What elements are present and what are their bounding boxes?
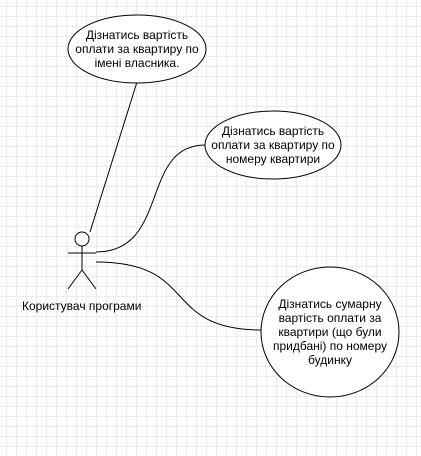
use-case-ellipse-3[interactable] — [260, 266, 400, 398]
actor-figure[interactable] — [67, 231, 97, 290]
association-line-1[interactable] — [89, 81, 138, 233]
actor-left-leg — [67, 269, 83, 290]
actor-right-leg — [81, 269, 97, 290]
association-line-3[interactable] — [95, 261, 263, 331]
association-line-2[interactable] — [95, 144, 206, 253]
actor-head — [74, 231, 90, 247]
use-case-ellipse-2[interactable] — [204, 110, 342, 180]
use-case-ellipse-1[interactable] — [67, 14, 207, 84]
actor-label: Користувач програми — [22, 299, 142, 313]
